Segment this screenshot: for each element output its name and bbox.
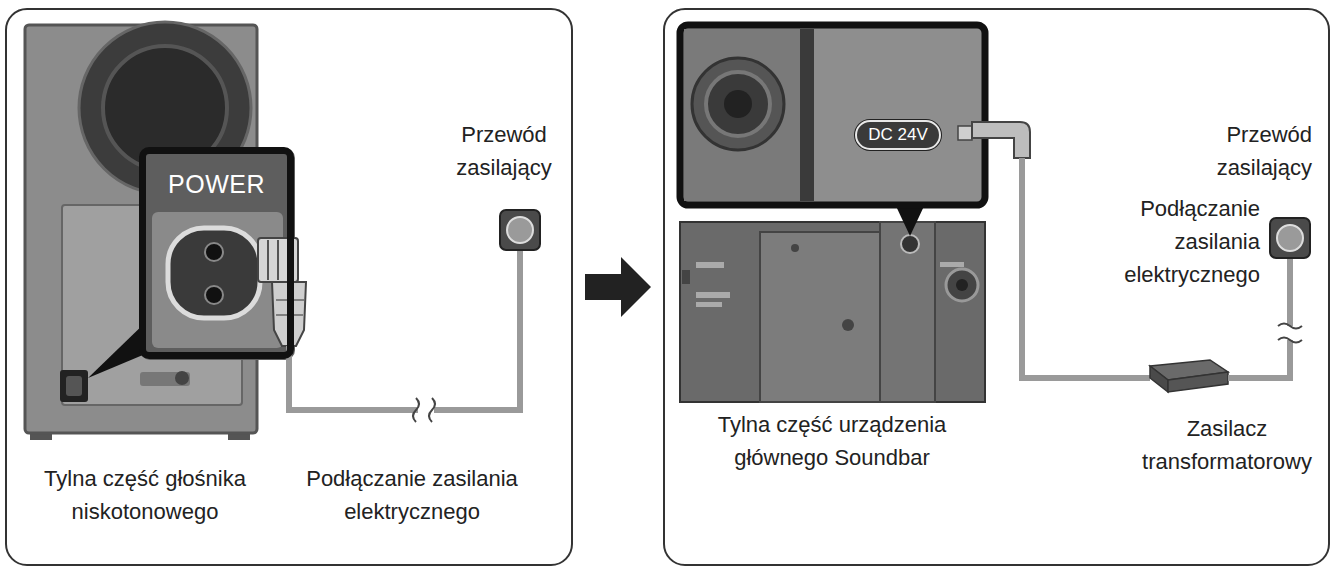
step-panel: Przewód zasilającyPodłączanie zasilania … [663, 8, 1330, 566]
cable-label: Przewód zasilający [1162, 118, 1312, 184]
step-caption: Podłączanie zasilania elektrycznego [282, 462, 542, 528]
power-inlet [168, 228, 260, 318]
step-arrow [585, 257, 651, 317]
power-plug [258, 238, 306, 346]
cable-label: Przewód zasilający [429, 118, 579, 184]
port-name: POWER [146, 154, 287, 199]
soundbar-rear [680, 222, 985, 402]
zoom-view [680, 25, 985, 205]
zoom-pointer [895, 204, 925, 236]
wall-outlet [500, 210, 540, 250]
port-label-text: DC 24V [857, 122, 939, 148]
cable-break [413, 398, 435, 422]
dc-plug [958, 122, 1030, 158]
part-caption: Tylna część urządzenia głównego Soundbar [682, 408, 982, 474]
power-adapter [1150, 360, 1228, 392]
step-panel: Przewód zasilającyTylna część głośnika n… [5, 8, 573, 566]
step-caption: Podłączanie zasilania elektrycznego [1092, 192, 1260, 291]
callout-box: POWER [139, 147, 294, 359]
cable-break [1278, 324, 1302, 343]
wall-outlet [1270, 218, 1310, 258]
part-caption: Zasilacz transformatorowy [1122, 412, 1332, 478]
part-caption: Tylna część głośnika niskotonowego [15, 462, 275, 528]
port-label: DC 24V [855, 120, 941, 150]
power-cable [289, 248, 520, 410]
